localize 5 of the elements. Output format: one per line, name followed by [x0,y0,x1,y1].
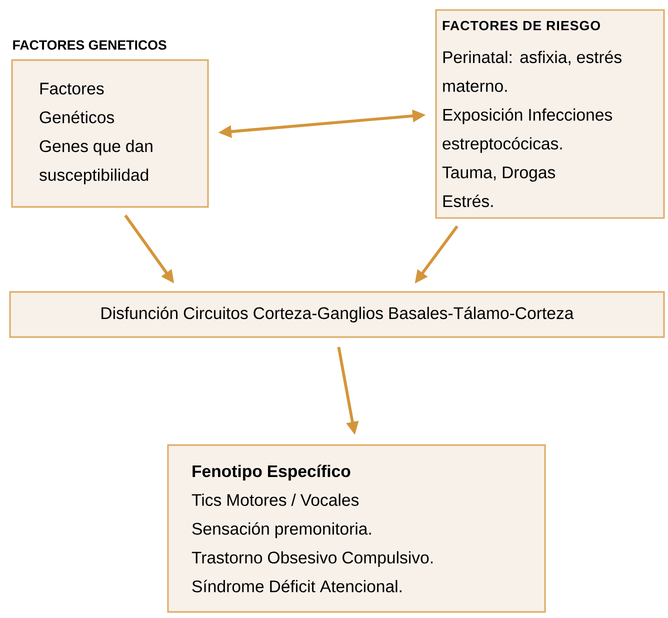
process-box: Fenotipo Específico Tics Motores / Vocales Sensación premonitoria. Trastorno Obsesivo Compulsivo. Síndrome Déficit Atencional. [167,444,546,613]
process-box: Disfunción Circuitos Corteza-Ganglios Basales-Tálamo-Corteza [9,291,665,338]
process-box: Factores Genéticos Genes que dan susceptibilidad [11,59,209,208]
box-heading: FACTORES GENETICOS [13,40,166,50]
process-box: FACTORES DE RIESGO Perinatal: asfixia, estrés materno. Exposición Infecciones estreptocócicas. Tauma, Drogas Estrés. [435,9,665,219]
